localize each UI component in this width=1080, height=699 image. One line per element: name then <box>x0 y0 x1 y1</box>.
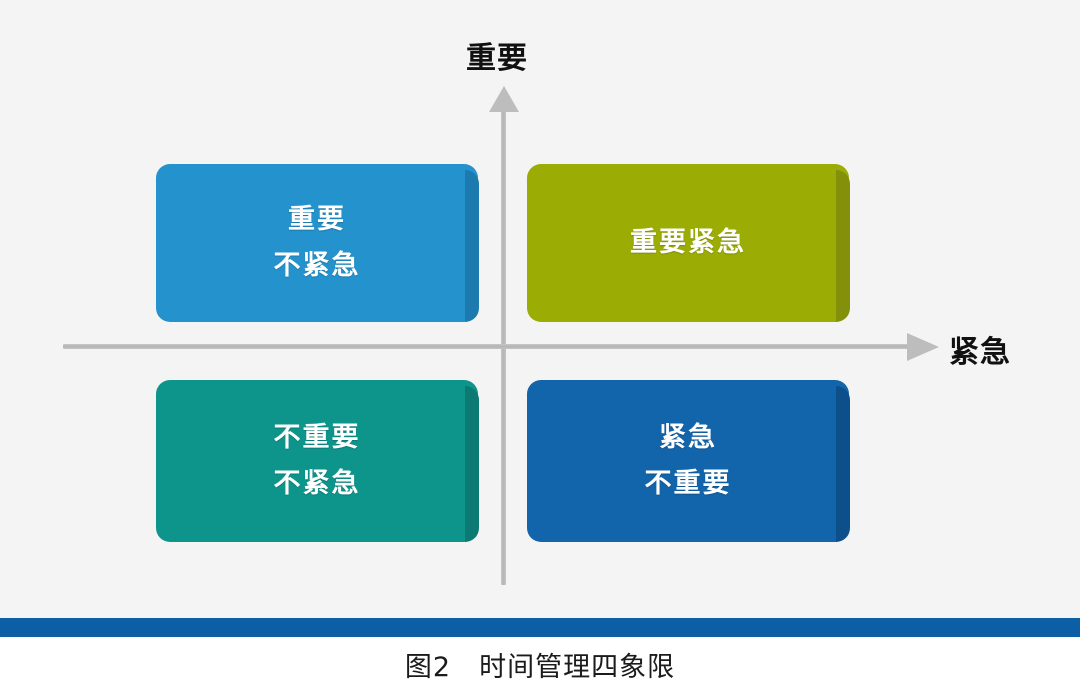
quadrant-label-line-1: 紧急 <box>659 422 717 453</box>
vertical-axis-arrow-icon <box>489 86 519 112</box>
quadrant-side-shade <box>465 386 479 542</box>
quadrant-label-line-1: 重要 <box>288 204 346 235</box>
caption-area: 图2 时间管理四象限 <box>0 637 1080 699</box>
quadrant-label-line-2: 不紧急 <box>273 468 361 499</box>
horizontal-axis-label: 紧急 <box>949 335 1011 370</box>
horizontal-axis-line <box>63 344 916 349</box>
quadrant-label-line-1: 不重要 <box>273 422 361 453</box>
quadrant-urgent-not-important[interactable]: 紧急 不重要 <box>527 380 850 542</box>
figure-caption: 图2 时间管理四象限 <box>404 652 676 683</box>
horizontal-axis-arrow-icon <box>907 333 939 361</box>
quadrant-label-line-2: 不重要 <box>644 468 732 499</box>
quadrant-label-line-2: 不紧急 <box>273 250 361 281</box>
vertical-axis-line <box>501 96 506 585</box>
quadrant-side-shade <box>836 170 850 322</box>
quadrant-side-shade <box>836 386 850 542</box>
vertical-axis-label: 重要 <box>466 41 528 76</box>
quadrant-important-urgent[interactable]: 重要紧急 <box>527 164 850 322</box>
quadrant-side-shade <box>465 170 479 322</box>
quadrant-important-not-urgent[interactable]: 重要 不紧急 <box>156 164 479 322</box>
accent-bar <box>0 618 1080 637</box>
quadrant-not-important-not-urgent[interactable]: 不重要 不紧急 <box>156 380 479 542</box>
quadrant-label-line-1: 重要紧急 <box>630 227 746 258</box>
quadrant-diagram: 重要 紧急 重要 不紧急 重要紧急 不重要 不紧急 紧急 不重要 <box>63 41 1011 585</box>
